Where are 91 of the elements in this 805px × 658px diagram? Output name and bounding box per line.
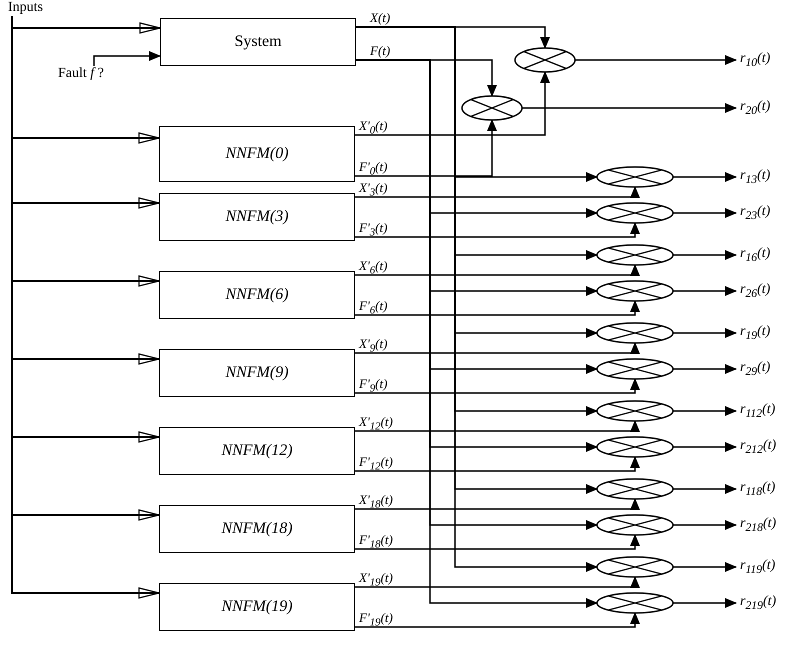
output-signal-label: r$_{13}$(t)	[740, 168, 770, 188]
process-box	[160, 18, 356, 66]
edge-label: F'$_{9}$(t)	[359, 377, 388, 396]
input-label: Fault f ?	[58, 66, 104, 82]
arrow	[355, 222, 640, 238]
arrow	[355, 612, 640, 628]
edge-label: F'$_{12}$(t)	[359, 455, 393, 474]
output-signal-label: r$_{118}$(t)	[740, 480, 776, 500]
process-box	[159, 271, 355, 319]
output-signal-label: r$_{212}$(t)	[740, 438, 776, 458]
arrow	[355, 300, 640, 316]
box-label: NNFM(3)	[225, 208, 289, 226]
arrow	[355, 498, 640, 510]
output-signal-label: r$_{10}$(t)	[740, 51, 770, 71]
output-signal-label: r$_{20}$(t)	[740, 99, 770, 119]
edge-label: F'$_{0}$(t)	[359, 160, 388, 179]
box-label: NNFM(12)	[221, 442, 293, 460]
arrow	[355, 420, 640, 432]
edge-label: X'$_{9}$(t)	[359, 337, 388, 356]
process-box	[159, 126, 355, 182]
arrow	[673, 364, 737, 374]
process-box	[159, 505, 355, 553]
arrow	[673, 250, 737, 260]
edge-label: F'$_{6}$(t)	[359, 299, 388, 318]
arrow	[673, 598, 737, 608]
arrow	[355, 186, 640, 198]
arrow	[355, 378, 640, 394]
arrow	[673, 172, 737, 182]
arrow	[355, 342, 640, 354]
multiplier-symbol	[596, 556, 674, 578]
multiplier-symbol	[596, 244, 674, 266]
arrow	[93, 51, 161, 66]
multiplier-symbol	[596, 166, 674, 188]
multiplier-symbol	[596, 514, 674, 536]
multiplier-symbol	[514, 47, 576, 73]
arrow	[355, 71, 550, 136]
arrow	[355, 534, 640, 550]
input-label: Inputs	[8, 0, 43, 16]
process-box	[159, 349, 355, 397]
output-signal-label: r$_{16}$(t)	[740, 246, 770, 266]
edge-label: F'$_{3}$(t)	[359, 221, 388, 240]
output-signal-label: r$_{23}$(t)	[740, 204, 770, 224]
arrow	[355, 119, 497, 177]
arrow	[355, 264, 640, 276]
box-label: NNFM(6)	[225, 286, 289, 304]
arrow	[355, 576, 640, 588]
arrow	[673, 328, 737, 338]
edge-label: X'$_{6}$(t)	[359, 259, 388, 278]
box-label: System	[234, 33, 282, 51]
edge-label: X(t)	[370, 11, 390, 25]
arrow	[673, 484, 737, 494]
edge-label: X'$_{18}$(t)	[359, 493, 393, 512]
edge-label: X'$_{19}$(t)	[359, 571, 393, 590]
output-signal-label: r$_{26}$(t)	[740, 282, 770, 302]
multiplier-symbol	[596, 478, 674, 500]
arrow	[673, 520, 737, 530]
edge-label: X'$_{3}$(t)	[359, 181, 388, 200]
arrow	[673, 406, 737, 416]
multiplier-symbol	[461, 95, 523, 121]
arrow	[673, 562, 737, 572]
edge-label: X'$_{0}$(t)	[359, 119, 388, 138]
box-label: NNFM(18)	[221, 520, 293, 538]
process-box	[159, 583, 355, 631]
output-signal-label: r$_{19}$(t)	[740, 324, 770, 344]
arrow	[673, 286, 737, 296]
multiplier-symbol	[596, 202, 674, 224]
box-label: NNFM(19)	[221, 598, 293, 616]
process-box	[159, 193, 355, 241]
output-signal-label: r$_{29}$(t)	[740, 360, 770, 380]
multiplier-symbol	[596, 322, 674, 344]
multiplier-symbol	[596, 358, 674, 380]
multiplier-symbol	[596, 280, 674, 302]
arrow	[673, 442, 737, 452]
arrow	[355, 456, 640, 472]
arrow	[522, 103, 737, 113]
process-box	[159, 427, 355, 475]
multiplier-symbol	[596, 400, 674, 422]
output-signal-label: r$_{112}$(t)	[740, 402, 776, 422]
output-signal-label: r$_{218}$(t)	[740, 516, 776, 536]
output-signal-label: r$_{119}$(t)	[740, 558, 776, 578]
multiplier-symbol	[596, 592, 674, 614]
multiplier-symbol	[596, 436, 674, 458]
edge-label: F(t)	[370, 44, 390, 58]
box-label: NNFM(9)	[225, 364, 289, 382]
arrow	[673, 208, 737, 218]
edge-label: X'$_{12}$(t)	[359, 415, 393, 434]
arrow	[575, 55, 737, 65]
box-label: NNFM(0)	[225, 145, 289, 163]
edge-label: F'$_{19}$(t)	[359, 611, 393, 630]
edge-label: F'$_{18}$(t)	[359, 533, 393, 552]
output-signal-label: r$_{219}$(t)	[740, 594, 776, 614]
